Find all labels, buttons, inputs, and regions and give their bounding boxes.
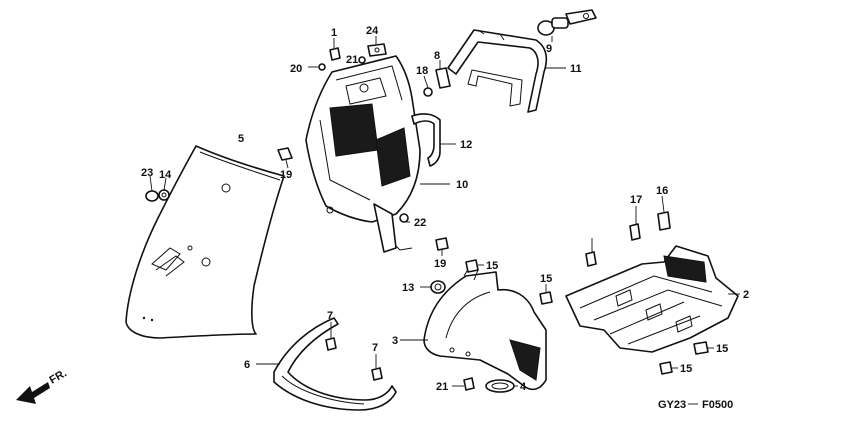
diagram-code-left: GY23 xyxy=(658,399,686,411)
callout-21b: 21 xyxy=(436,381,448,393)
callout-15d: 15 xyxy=(680,363,692,375)
callout-7b: 7 xyxy=(372,342,378,354)
part-13-grommet xyxy=(420,280,446,294)
part-10-inner-box xyxy=(305,55,450,253)
part-16-screw xyxy=(657,195,671,231)
callout-8: 8 xyxy=(434,50,440,62)
part-19-screw-left xyxy=(277,147,293,169)
part-14-washer xyxy=(158,177,170,201)
callout-labels: 1 24 21 20 8 9 11 18 5 12 19 23 14 10 22… xyxy=(141,25,749,393)
part-7-clip-a xyxy=(325,322,337,351)
part-12-strip xyxy=(411,113,456,167)
part-17-bolt-b xyxy=(629,206,641,241)
callout-7a: 7 xyxy=(327,310,333,322)
front-direction-label: FR. xyxy=(48,367,69,386)
part-21-bolt-top xyxy=(358,56,366,64)
callout-10: 10 xyxy=(456,179,468,191)
part-8-clip xyxy=(435,60,451,89)
callout-17: 17 xyxy=(630,194,642,206)
part-1-screw xyxy=(329,38,341,61)
callout-19b: 19 xyxy=(434,258,446,270)
part-20-bolt xyxy=(308,63,326,71)
diagram-code: GY23 F0500 xyxy=(658,399,733,411)
part-5-front-cover xyxy=(125,145,285,339)
callout-6: 6 xyxy=(244,359,250,371)
part-19-screw-center xyxy=(435,237,449,256)
callout-20: 20 xyxy=(290,63,302,75)
part-15-clip-d xyxy=(659,361,678,375)
part-21-bolt-bottom xyxy=(452,377,475,391)
part-24-clip xyxy=(367,36,387,57)
part-6-molding xyxy=(256,317,397,411)
callout-15a: 15 xyxy=(486,260,498,272)
part-2-under-cover xyxy=(565,245,740,353)
part-11-carrier xyxy=(447,29,566,113)
callout-2: 2 xyxy=(743,289,749,301)
callout-22: 22 xyxy=(414,217,426,229)
callout-23: 23 xyxy=(141,167,153,179)
part-15-clip-b xyxy=(539,284,553,305)
part-22-screw xyxy=(399,213,410,223)
part-7-clip-b xyxy=(371,354,383,381)
callout-4: 4 xyxy=(520,381,527,393)
diagram-code-right: F0500 xyxy=(702,399,733,411)
callout-16: 16 xyxy=(656,185,668,197)
callout-3: 3 xyxy=(392,335,398,347)
callout-1: 1 xyxy=(331,27,337,39)
callout-11: 11 xyxy=(570,63,582,75)
part-3-inner-cover xyxy=(400,265,547,391)
callout-21: 21 xyxy=(346,54,358,66)
part-15-clip-c xyxy=(693,341,714,355)
callout-9: 9 xyxy=(546,43,552,55)
callout-15b: 15 xyxy=(540,273,552,285)
callout-13: 13 xyxy=(402,282,414,294)
callout-24: 24 xyxy=(366,25,379,37)
part-17-bolt-a xyxy=(585,238,597,267)
part-18-screw xyxy=(423,75,433,97)
callout-18: 18 xyxy=(416,65,428,77)
callout-14: 14 xyxy=(159,169,172,181)
callout-5: 5 xyxy=(238,133,244,145)
part-9-key-switch xyxy=(537,9,597,42)
part-15-clip-a xyxy=(465,259,484,273)
front-direction-arrow: FR. xyxy=(16,367,69,404)
part-23-nut xyxy=(145,175,159,202)
part-4-seal xyxy=(485,379,518,393)
callout-15c: 15 xyxy=(716,343,728,355)
callout-12: 12 xyxy=(460,139,472,151)
callout-19: 19 xyxy=(280,169,292,181)
